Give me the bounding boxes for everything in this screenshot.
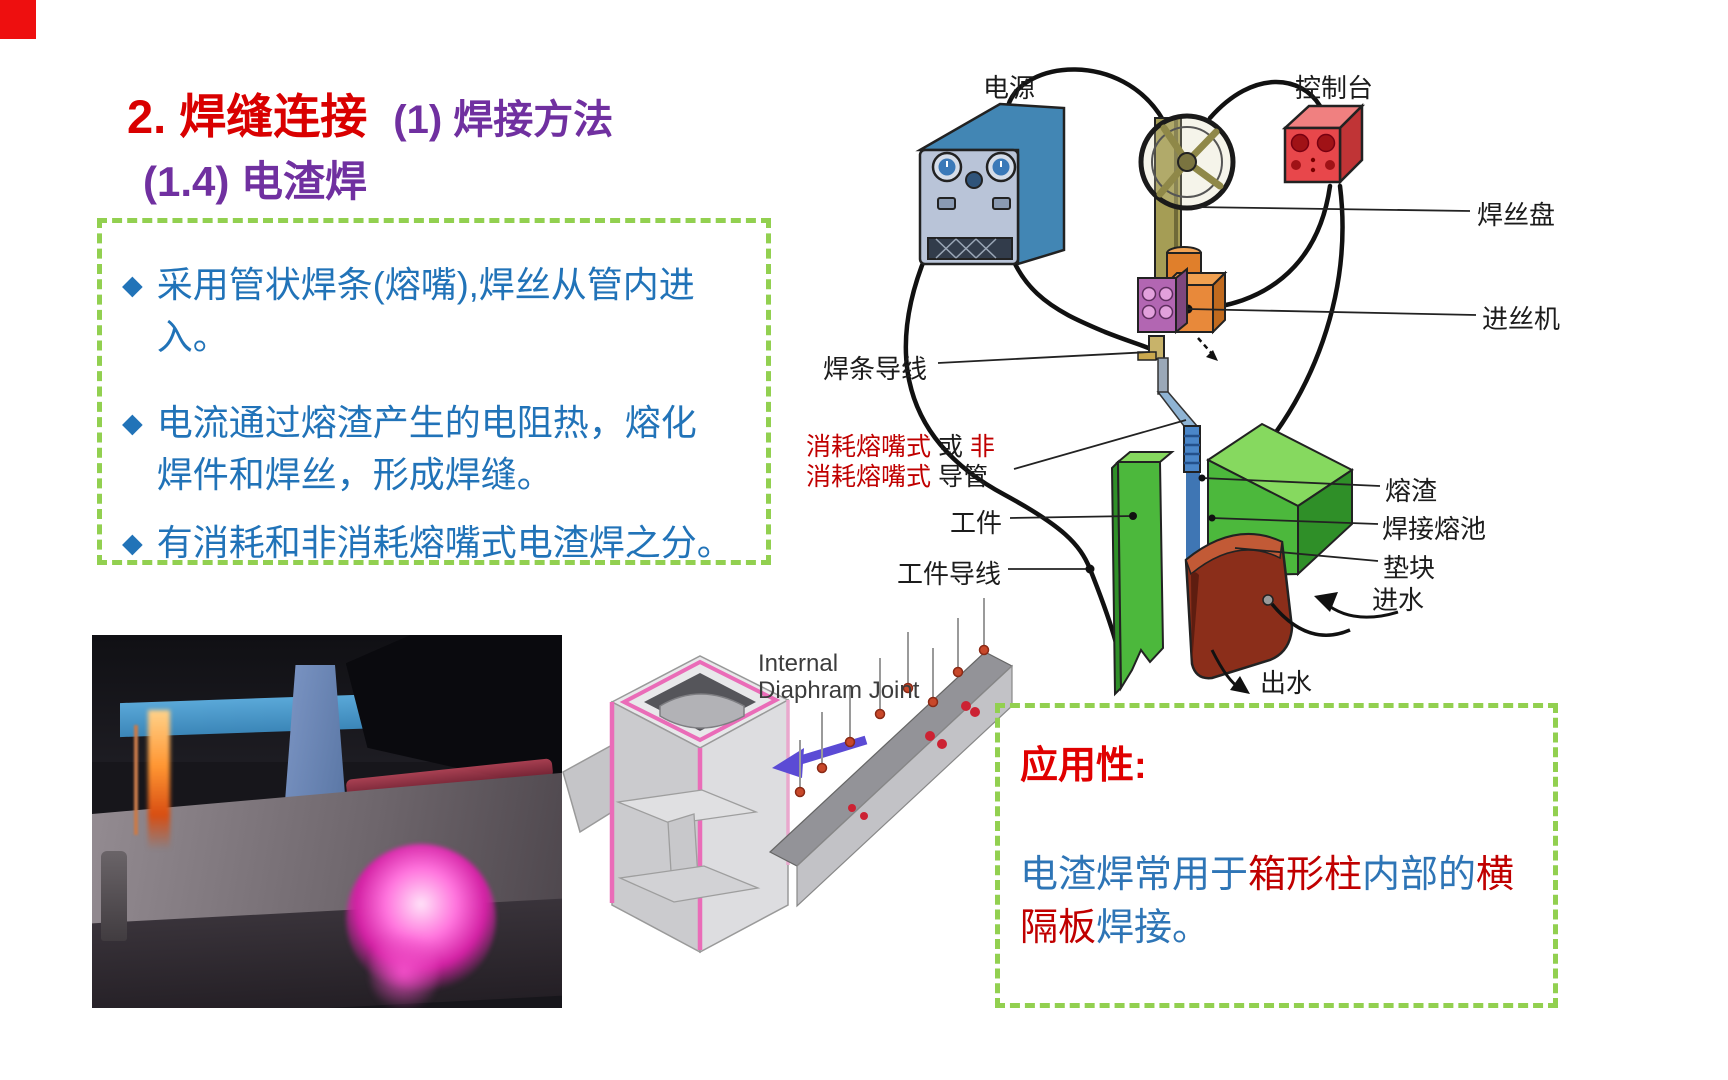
photo-orange-glow [148,709,171,850]
corner-red-marker [0,0,36,39]
diamond-bullet-icon: ◆ [122,528,143,558]
label-wire-reel: 焊丝盘 [1477,200,1556,230]
box-column-illustration [562,655,790,954]
list-item: ◆ 电流通过熔渣产生的电阻热，熔化焊件和焊丝，形成焊缝。 [122,397,766,501]
label-workpiece-lead: 工件导线 [897,559,1002,589]
title-main: 2. 焊缝连接 [127,90,368,143]
nozzle-red-3: 消耗熔嘴式 [806,463,932,491]
photo-bottle [101,851,128,942]
app-segment: 隔板 [1020,907,1097,949]
photo-magenta-trail [369,925,440,1008]
app-segment: 电渣焊常用于 [1020,854,1249,896]
beam-illustration [768,598,1014,908]
key-point-text: 电流通过熔渣产生的电阻热，熔化焊件和焊丝，形成焊缝。 [156,402,697,495]
application-line1: 电渣焊常用于箱形柱内部的横 [1020,849,1553,902]
page-subtitle: (1.4) 电渣焊 [143,158,368,205]
joint-caption-line1: Internal [758,650,839,677]
application-body: 电渣焊常用于箱形柱内部的横 隔板焊接。 [1020,849,1553,955]
key-point-text: 有消耗和非消耗熔嘴式电渣焊之分。 [156,522,733,563]
label-weld-pool: 焊接熔池 [1382,514,1487,544]
diamond-bullet-icon: ◆ [122,270,143,300]
title-method: (1) 焊接方法 [393,98,614,142]
label-nozzle-type: 消耗熔嘴式 或 非 消耗熔嘴式 导管 [806,432,995,492]
label-control-console: 控制台 [1295,73,1374,103]
application-line2: 隔板焊接。 [1020,902,1553,955]
app-segment: 焊接。 [1096,907,1211,949]
label-slag: 熔渣 [1385,476,1438,506]
list-item: ◆ 采用管状焊条(熔嘴),焊丝从管内进入。 [122,259,766,363]
key-point-text: 采用管状焊条(熔嘴),焊丝从管内进入。 [156,264,695,357]
key-points-box: ◆ 采用管状焊条(熔嘴),焊丝从管内进入。 ◆ 电流通过熔渣产生的电阻热，熔化焊… [97,218,771,565]
label-wire-feeder: 进丝机 [1482,304,1561,334]
app-segment: 横 [1476,854,1515,896]
label-workpiece: 工件 [950,508,1003,538]
label-power-source: 电源 [983,73,1036,103]
label-water-in: 进水 [1372,585,1425,615]
arrow-to-column [772,735,868,778]
application-heading: 应用性: [1020,745,1147,787]
diamond-bullet-icon: ◆ [122,408,143,438]
label-backing-block: 垫块 [1383,553,1436,583]
joint-caption-line2: Diaphram Joint [758,677,920,704]
photo-wire [134,724,139,835]
label-electrode-lead: 焊条导线 [823,354,928,384]
nozzle-red-1: 消耗熔嘴式 [806,433,932,461]
app-segment: 箱形柱 [1248,854,1363,896]
welding-photo [92,635,562,1008]
page-title: 2. 焊缝连接 (1) 焊接方法 [127,78,613,147]
nozzle-guide-tube: 导管 [931,463,988,491]
label-water-out: 出水 [1260,668,1313,698]
application-box: 应用性: 电渣焊常用于箱形柱内部的横 隔板焊接。 [995,703,1558,1008]
nozzle-or: 或 [931,433,970,461]
app-segment: 内部的 [1362,854,1477,896]
list-item: ◆ 有消耗和非消耗熔嘴式电渣焊之分。 [122,517,766,569]
nozzle-red-2: 非 [969,433,995,461]
